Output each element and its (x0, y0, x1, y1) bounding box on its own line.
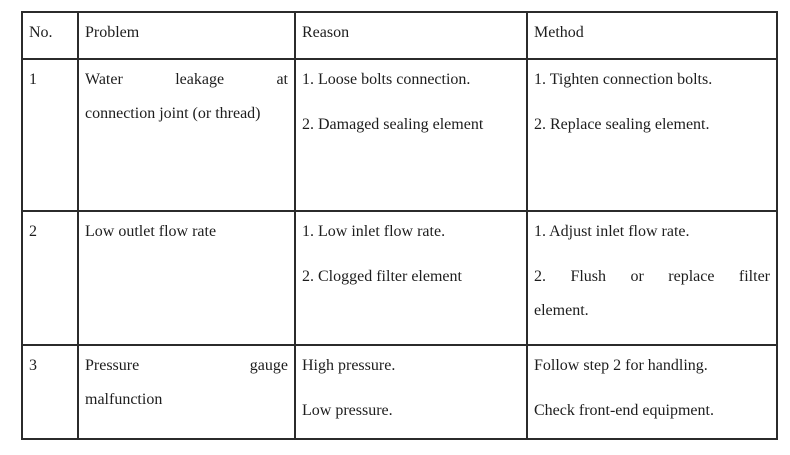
text-line: Pressure gauge (85, 357, 288, 374)
cell-problem: Low outlet flow rate (77, 210, 296, 346)
column-header-method: Method (526, 11, 778, 60)
cell-problem: Water leakage at connection joint (or th… (77, 58, 296, 212)
table-header-row: No. Problem Reason Method (21, 11, 778, 60)
text-line: Water leakage at (85, 71, 288, 88)
table-row: 1 Water leakage at connection joint (or … (21, 58, 778, 212)
paragraph: Check front-end equipment. (534, 402, 714, 419)
paragraph: 2. Flush or replace filter element. (534, 260, 770, 328)
cell-reason: High pressure. Low pressure. (294, 344, 528, 440)
paragraph: Follow step 2 for handling. (534, 357, 708, 374)
paragraph: Low pressure. (302, 402, 393, 419)
paragraph: Water leakage at connection joint (or th… (85, 63, 288, 131)
paragraph: 1. Low inlet flow rate. (302, 223, 446, 240)
cell-no: 3 (21, 344, 79, 440)
cell-method: 1. Tighten connection bolts. 2. Replace … (526, 58, 778, 212)
paragraph: 1. Adjust inlet flow rate. (534, 223, 690, 240)
row-number: 3 (29, 357, 37, 374)
cell-reason: 1. Low inlet flow rate. 2. Clogged filte… (294, 210, 528, 346)
paragraph: High pressure. (302, 357, 396, 374)
column-header-no-label: No. (29, 24, 53, 41)
text-line: malfunction (85, 391, 163, 408)
column-header-reason-label: Reason (302, 24, 350, 41)
text-line: connection joint (or thread) (85, 105, 261, 122)
paragraph: 1. Tighten connection bolts. (534, 71, 713, 88)
column-header-method-label: Method (534, 24, 584, 41)
column-header-no: No. (21, 11, 79, 60)
row-number: 2 (29, 223, 37, 240)
cell-method: 1. Adjust inlet flow rate. 2. Flush or r… (526, 210, 778, 346)
paragraph: 1. Loose bolts connection. (302, 71, 471, 88)
paragraph: Pressure gauge malfunction (85, 349, 288, 417)
column-header-reason: Reason (294, 11, 528, 60)
paragraph: Low outlet flow rate (85, 223, 217, 240)
cell-method: Follow step 2 for handling. Check front-… (526, 344, 778, 440)
cell-no: 2 (21, 210, 79, 346)
text-line: 2. Flush or replace filter (534, 268, 770, 285)
cell-no: 1 (21, 58, 79, 212)
text-line: element. (534, 302, 589, 319)
column-header-problem-label: Problem (85, 24, 140, 41)
paragraph: 2. Clogged filter element (302, 268, 462, 285)
column-header-problem: Problem (77, 11, 296, 60)
cell-problem: Pressure gauge malfunction (77, 344, 296, 440)
cell-reason: 1. Loose bolts connection. 2. Damaged se… (294, 58, 528, 212)
paragraph: 2. Damaged sealing element (302, 116, 484, 133)
paragraph: 2. Replace sealing element. (534, 116, 710, 133)
table-row: 3 Pressure gauge malfunction High pressu… (21, 344, 778, 440)
troubleshooting-table: No. Problem Reason Method 1 Wate (21, 11, 778, 440)
row-number: 1 (29, 71, 37, 88)
table-row: 2 Low outlet flow rate 1. Low inlet flow… (21, 210, 778, 346)
